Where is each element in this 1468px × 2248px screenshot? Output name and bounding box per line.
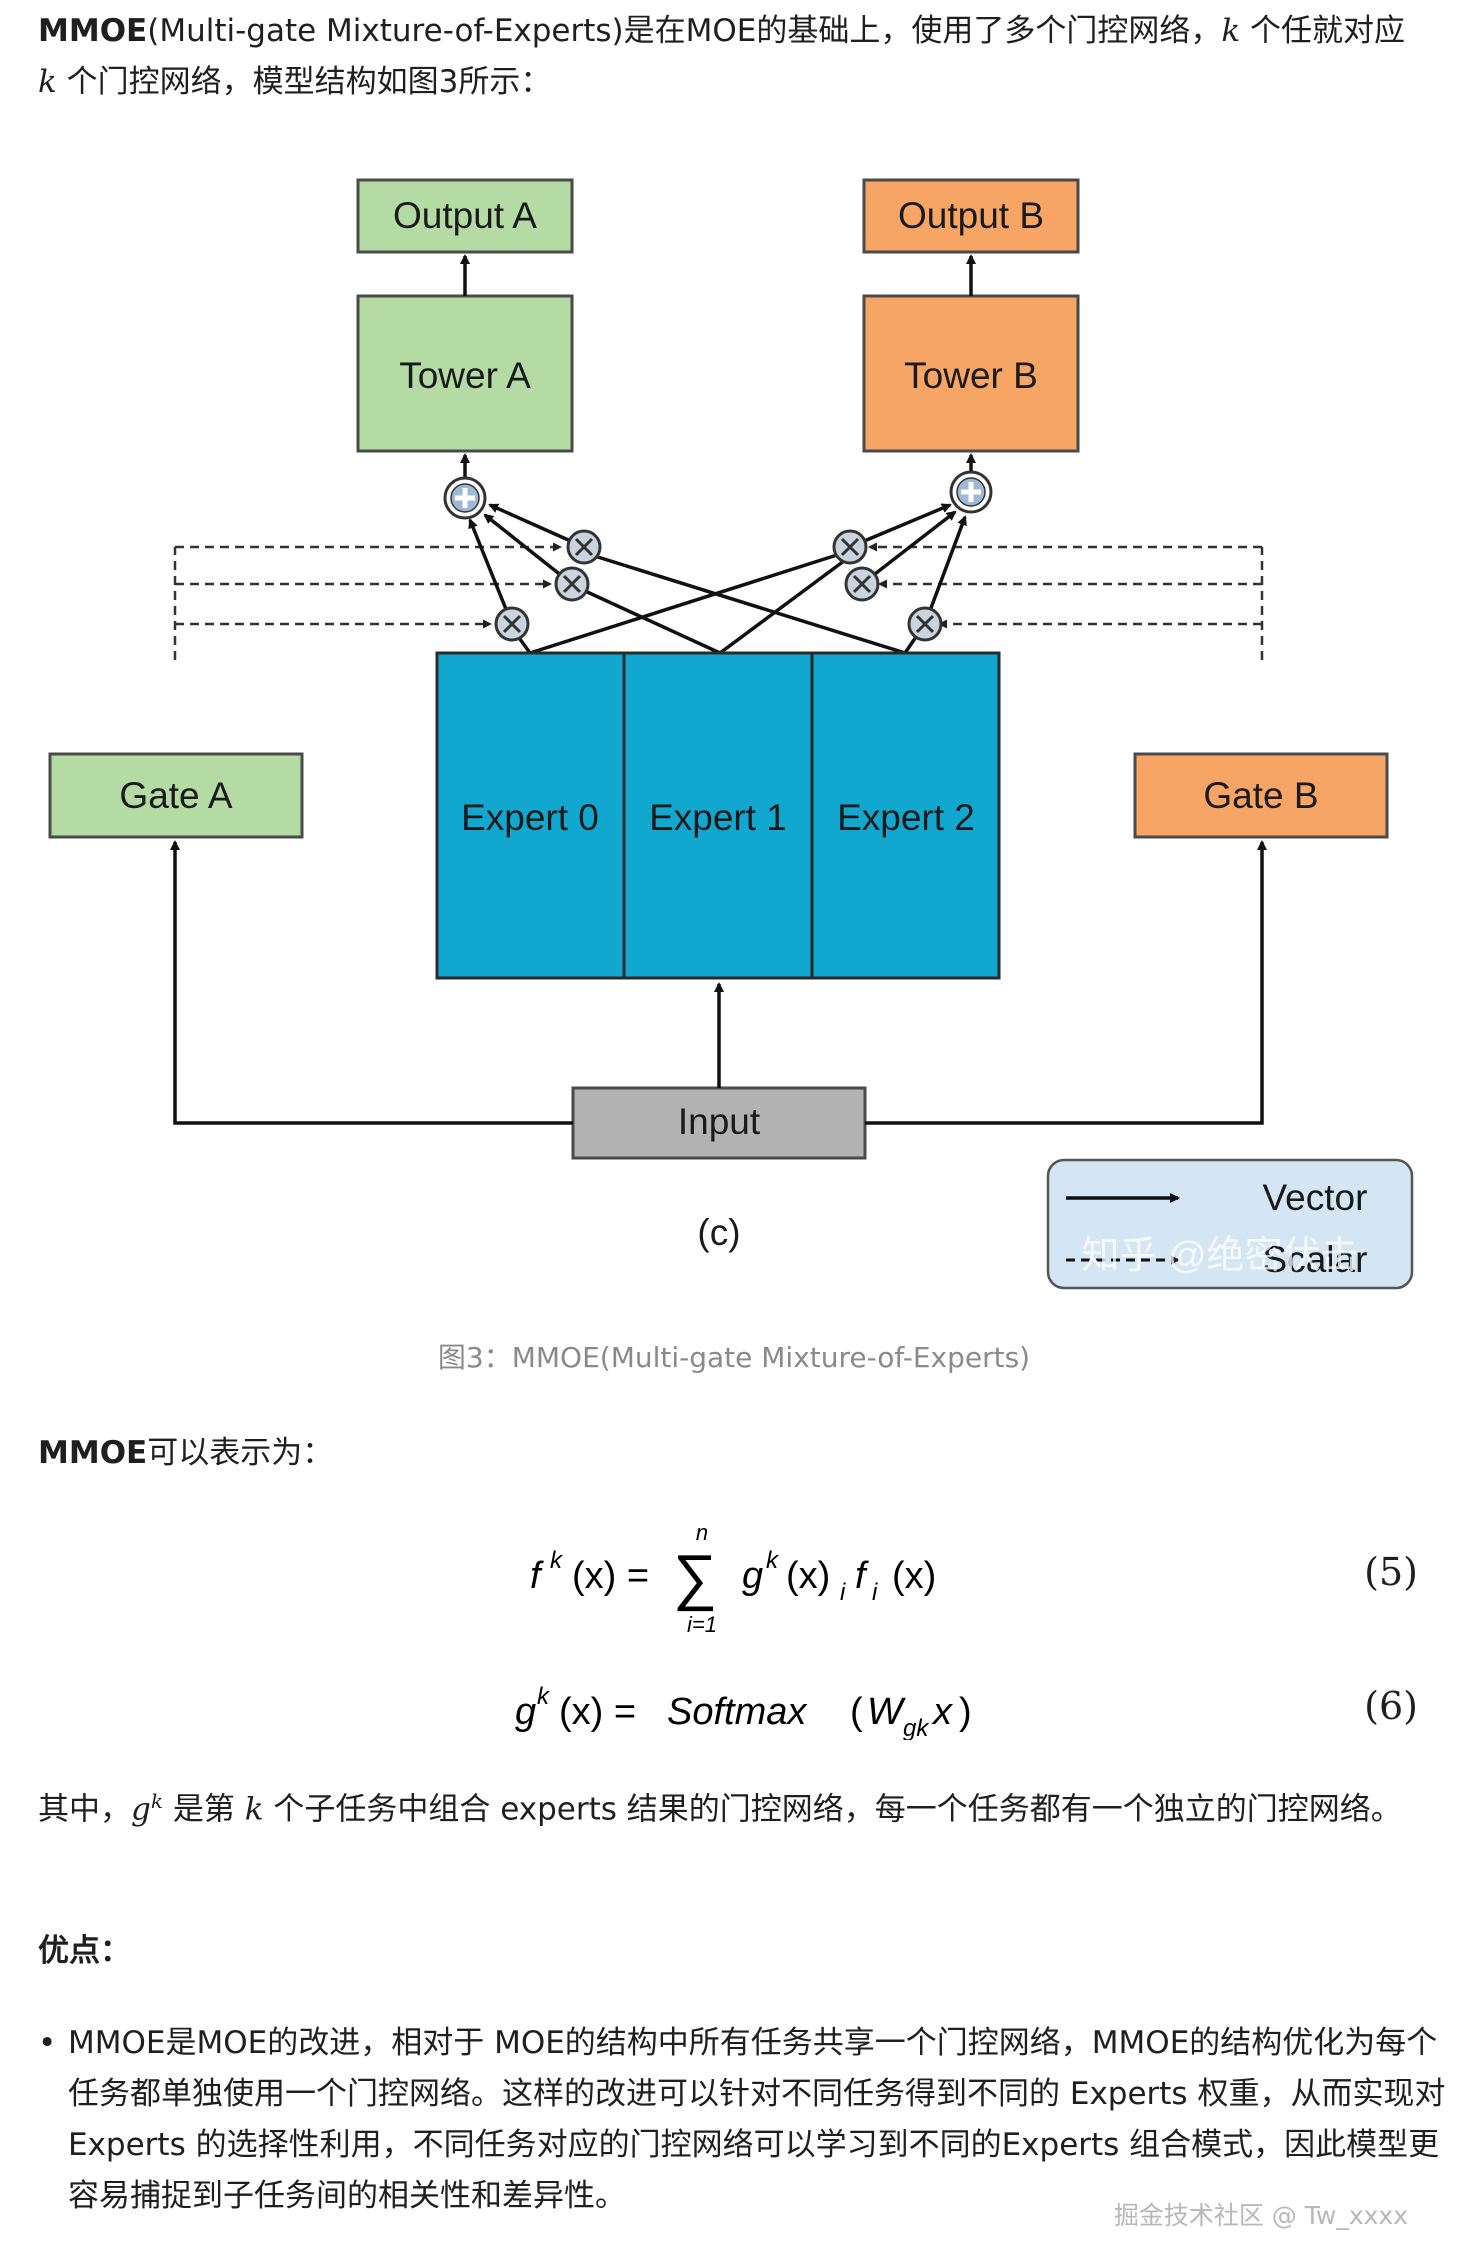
eq6-paren-close: ) (959, 1691, 972, 1733)
overlay-watermark: 知乎 @绝密伏击 (1081, 1235, 1358, 1277)
legend-scalar-label: Scalar (1263, 1239, 1368, 1280)
equation-5: f k (x) = ∑ n i=1 g k (x) i f i (x) (530, 1520, 990, 1645)
intro-lead-bold: MMOE (38, 13, 148, 49)
output-a-label: Output A (393, 195, 537, 236)
explain-k: k (244, 1791, 264, 1828)
eq5-g-arg: (x) (786, 1555, 830, 1597)
eq5-f-arg: (x) (892, 1555, 936, 1597)
eq6-arg: (x) = (559, 1691, 636, 1733)
eq5-sum-bottom: i=1 (687, 1612, 717, 1636)
tower-a-label: Tower A (399, 355, 531, 396)
eq5-f-sub: i (872, 1579, 878, 1606)
eq5-lhs-sup: k (550, 1547, 564, 1574)
tower-b-label: Tower B (904, 355, 1038, 396)
eq6-paren-open: ( (850, 1691, 863, 1733)
intro-mid: 个任就对应 (1240, 13, 1406, 49)
expert-0-label: Expert 0 (461, 797, 599, 838)
explanation-paragraph: 其中，gk 是第 k 个子任务中组合 experts 结果的门控网络，每一个任务… (38, 1776, 1438, 1835)
expert-2-label: Expert 2 (837, 797, 975, 838)
eq6-lhs: g (515, 1691, 536, 1733)
expression-intro-rest: 可以表示为： (147, 1435, 334, 1471)
output-b-box: Output B (862, 178, 1080, 254)
equation-5-number: (5) (1364, 1550, 1418, 1594)
gate-to-sum-lines (468, 503, 967, 625)
explain-g: g (131, 1791, 151, 1828)
tower-b-box: Tower B (862, 294, 1080, 453)
experts-block: Expert 0 Expert 1 Expert 2 (435, 651, 1001, 980)
intro-paragraph: MMOE(Multi-gate Mixture-of-Experts)是在MOE… (38, 6, 1438, 108)
expression-intro-bold: MMOE (38, 1435, 148, 1471)
gate-a-label: Gate A (119, 775, 232, 816)
legend-box: Vector Scalar 知乎 @绝密伏击 (1046, 1158, 1414, 1290)
output-a-box: Output A (356, 178, 574, 254)
pros-bullet-text: MMOE是MOE的改进，相对于 MOE的结构中所有任务共享一个门控网络，MMOE… (68, 2025, 1446, 2214)
gate-a-dashed-lines (173, 542, 562, 660)
legend-vector-label: Vector (1263, 1177, 1368, 1218)
figure-caption: 图3：MMOE(Multi-gate Mixture-of-Experts) (437, 1341, 1031, 1374)
intro-tail: 个门控网络，模型结构如图3所示： (56, 64, 552, 100)
explain-c: 个子任务中组合 experts 结果的门控网络，每一个任务都有一个独立的门控网络… (263, 1791, 1402, 1828)
intro-k2: k (38, 64, 57, 100)
eq5-sum-top: n (696, 1526, 708, 1545)
eq5-g: g (742, 1555, 763, 1597)
eq6-softmax: Softmax (667, 1691, 808, 1733)
equation-6-number: (6) (1364, 1684, 1418, 1728)
eq6-lhs-sup: k (537, 1683, 551, 1710)
input-label: Input (678, 1101, 761, 1142)
eq6-w: W (867, 1691, 906, 1733)
eq6-w-sub: gk (903, 1715, 930, 1740)
panel-label: (c) (697, 1212, 740, 1253)
bullet-dot-icon: • (38, 2025, 57, 2061)
intro-k1: k (1221, 13, 1241, 49)
gate-b-box: Gate B (1133, 752, 1389, 839)
expert-to-gate-lines (510, 545, 924, 655)
eq6-x: x (931, 1691, 954, 1733)
equation-6-svg: g k (x) = Softmax ( W gk x ) (515, 1683, 972, 1742)
eq5-sum-sign: ∑ (673, 1543, 717, 1612)
eq5-arg: (x) = (572, 1555, 649, 1597)
gate-a-box: Gate A (48, 752, 304, 839)
eq5-g-sup: k (766, 1547, 780, 1574)
eq5-lhs: f (530, 1555, 544, 1597)
sum-a-node (443, 476, 487, 520)
explain-b: 是第 (162, 1791, 245, 1828)
gate-b-dashed-lines (868, 542, 1264, 660)
expression-intro: MMOE可以表示为： (38, 1428, 1438, 1479)
pros-heading: 优点： (38, 1933, 131, 1969)
tower-a-box: Tower A (356, 294, 574, 453)
gate-multiply-nodes (494, 529, 943, 642)
intro-lead-rest: (Multi-gate Mixture-of-Experts)是在MOE的基础上… (147, 13, 1222, 49)
input-arrows (170, 840, 1267, 1125)
eq5-sub-i: i (840, 1579, 846, 1606)
output-b-label: Output B (898, 195, 1044, 236)
site-watermark: 掘金技术社区 @ Tw_xxxx (1113, 2201, 1408, 2230)
equation-6: g k (x) = Softmax ( W gk x ) (515, 1680, 995, 1749)
expert-1-label: Expert 1 (649, 797, 787, 838)
mmoe-architecture-figure: Output A Output B Tower A Tower B (48, 178, 1414, 1290)
explain-a: 其中， (38, 1791, 131, 1828)
gate-b-label: Gate B (1203, 775, 1318, 816)
explain-g-sup: k (150, 1789, 163, 1813)
eq5-f: f (855, 1555, 869, 1597)
input-box: Input (571, 1086, 867, 1160)
equation-5-svg: f k (x) = ∑ n i=1 g k (x) i f i (x) (530, 1520, 936, 1637)
sum-b-node (949, 470, 993, 514)
